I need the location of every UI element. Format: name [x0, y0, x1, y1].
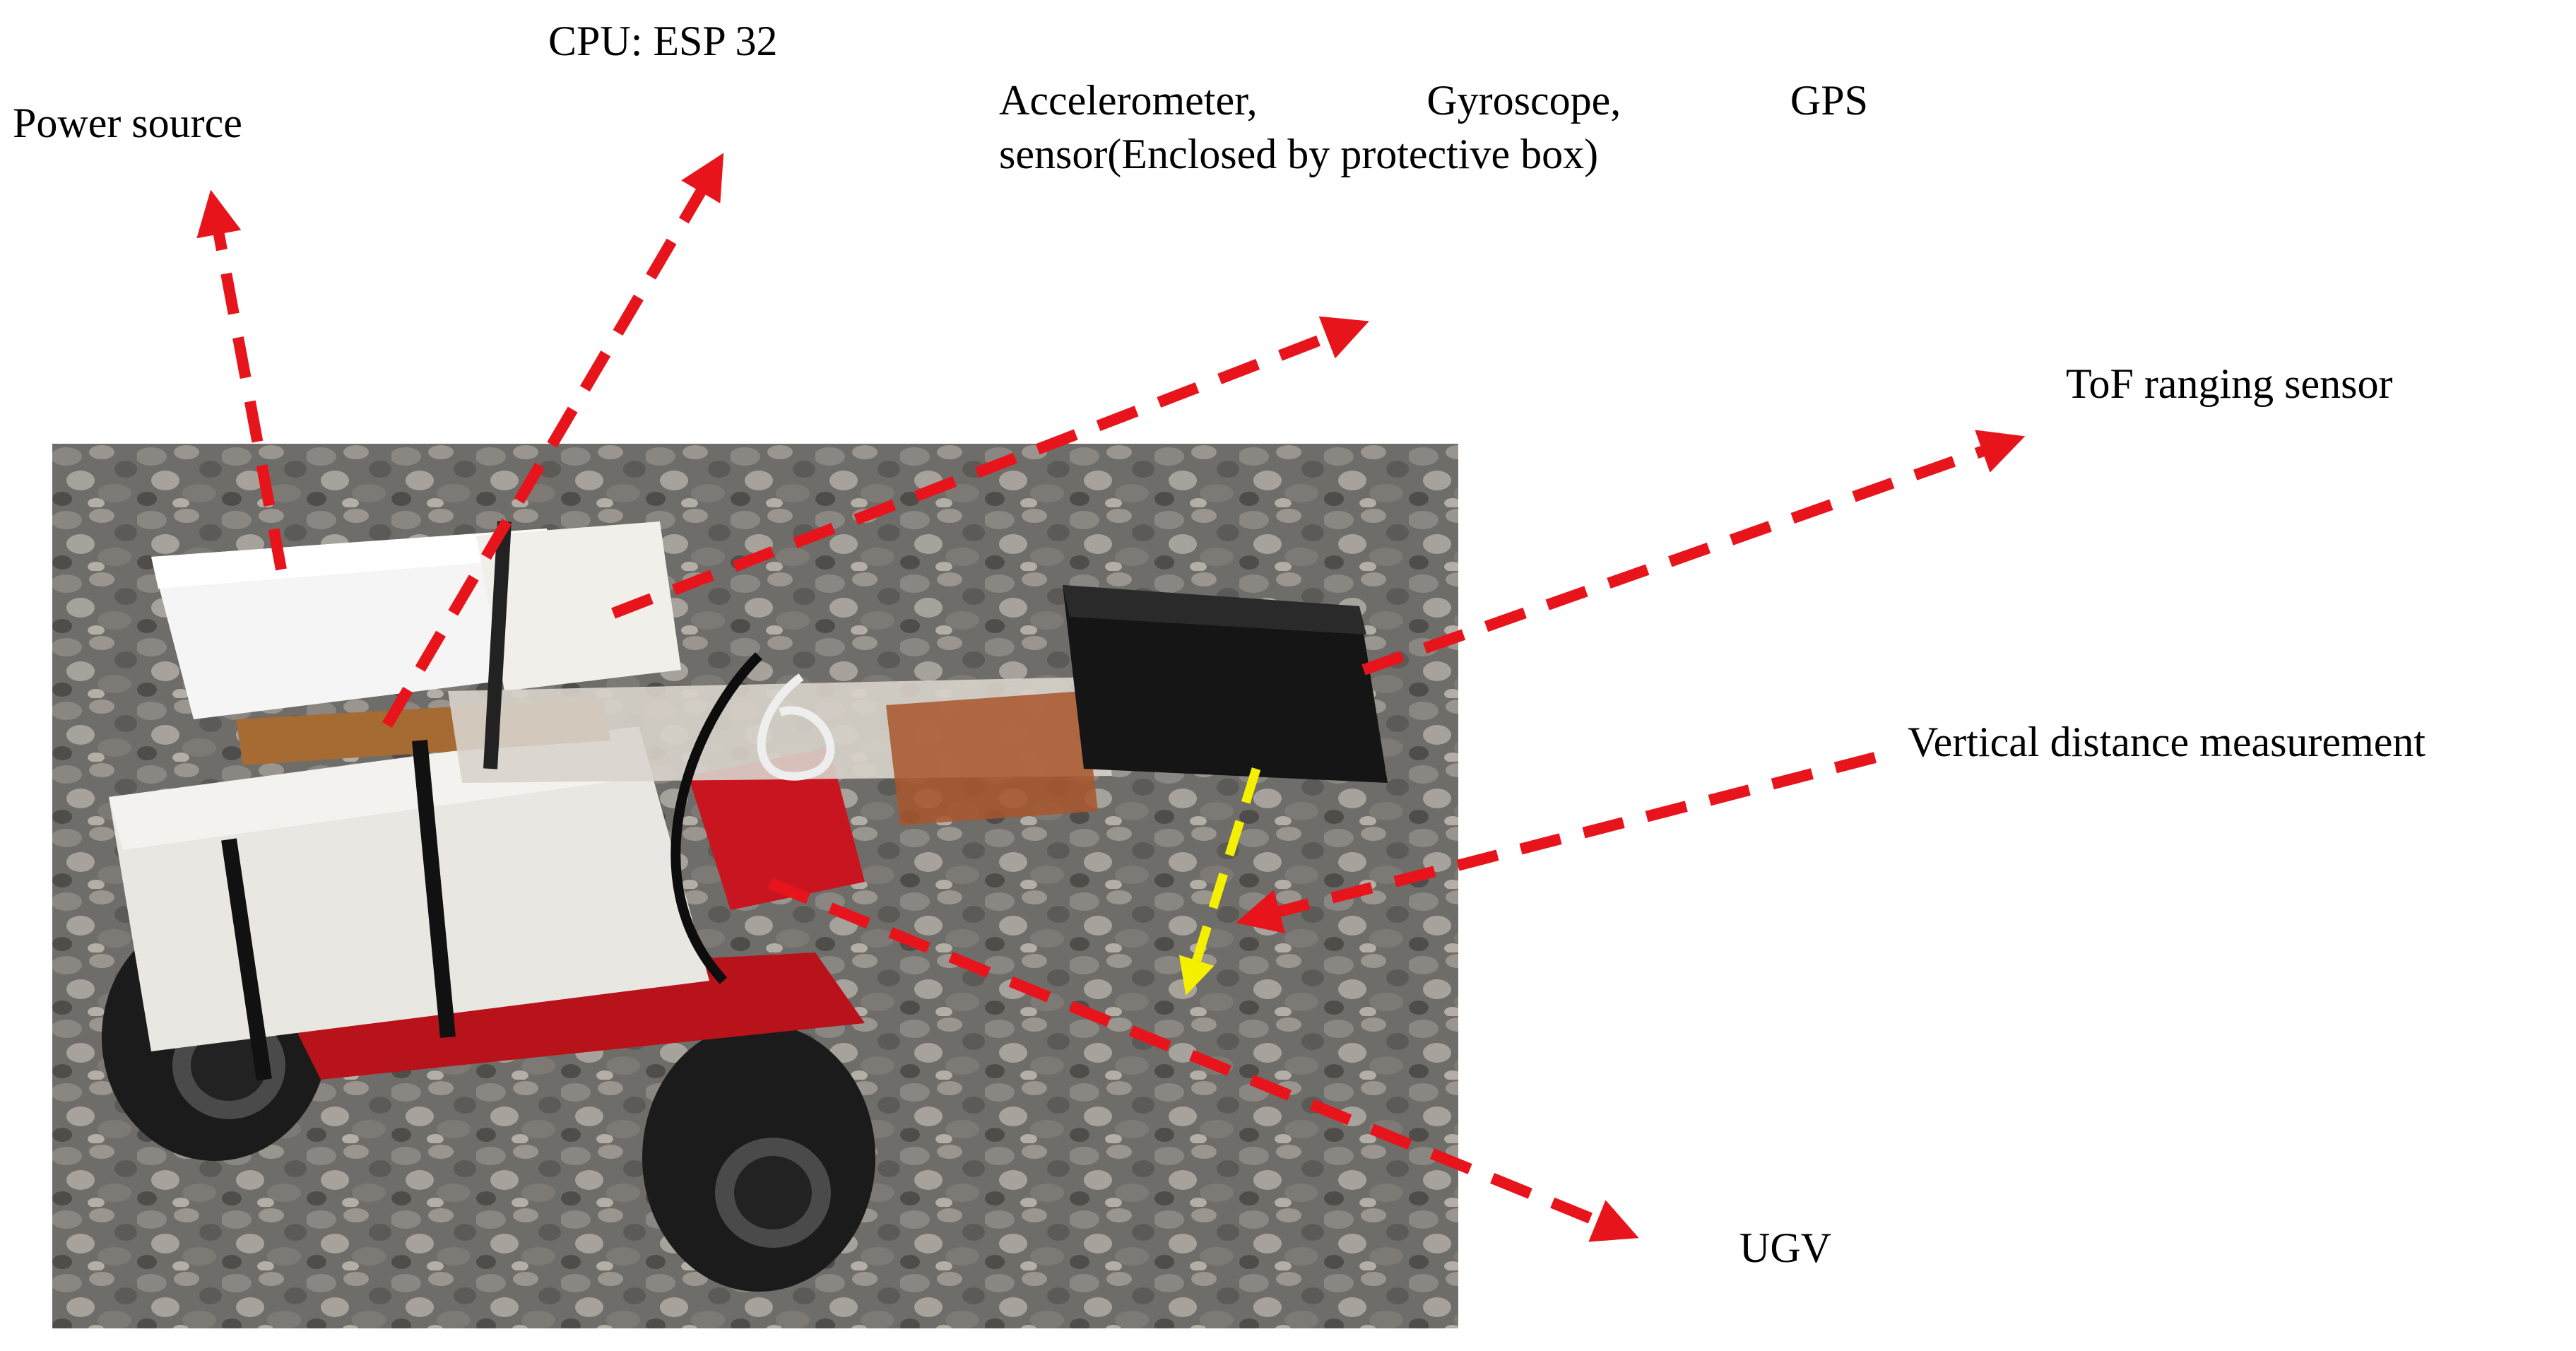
- rover-front-body: [688, 748, 865, 910]
- label-gps: GPS: [1790, 77, 1868, 124]
- label-gyroscope: Gyroscope,: [1426, 77, 1621, 124]
- label-cpu: CPU: ESP 32: [548, 18, 778, 64]
- tof-sensor-box: [1063, 585, 1388, 783]
- label-ugv: UGV: [1739, 1225, 1831, 1271]
- label-accelerometer: Accelerometer,: [999, 77, 1258, 124]
- arrow-vertical-distance: [1236, 752, 1877, 933]
- strap: [221, 838, 272, 1081]
- label-sensors: Accelerometer, Gyroscope, GPS sensor(Enc…: [999, 73, 1868, 181]
- cable: [670, 652, 762, 984]
- wheel-front-left: [642, 1023, 875, 1292]
- label-sensors-line2: sensor(Enclosed by protective box): [999, 131, 1599, 177]
- arrow-power-source: [196, 189, 287, 571]
- label-power-source: Power source: [13, 100, 242, 146]
- arrow-sensors: [611, 316, 1369, 619]
- label-vertical-distance: Vertical distance measurement: [1908, 719, 2426, 765]
- arrow-measurement-beam: [1178, 767, 1261, 996]
- arrow-cpu: [382, 153, 724, 728]
- cpu-box: [476, 521, 681, 691]
- arrow-ugv: [767, 878, 1639, 1242]
- label-sensors-line1: Accelerometer, Gyroscope, GPS: [999, 73, 1868, 127]
- label-tof-sensor: ToF ranging sensor: [2066, 360, 2393, 407]
- arrow-tof: [1361, 430, 2026, 676]
